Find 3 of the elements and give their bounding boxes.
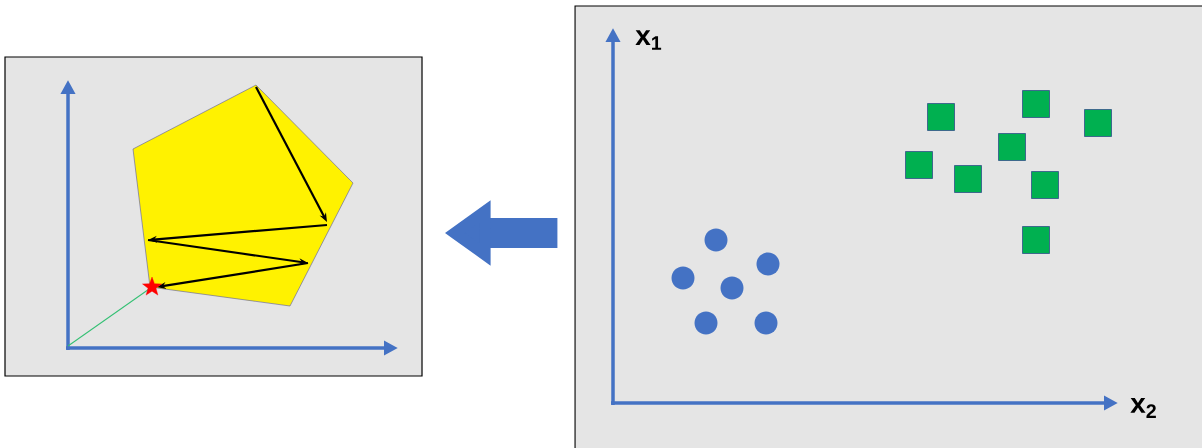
axis-label: x$_{1}$ [635,30,662,50]
panel [574,5,1202,448]
axis-label: x$_{2}$ [1130,398,1156,418]
